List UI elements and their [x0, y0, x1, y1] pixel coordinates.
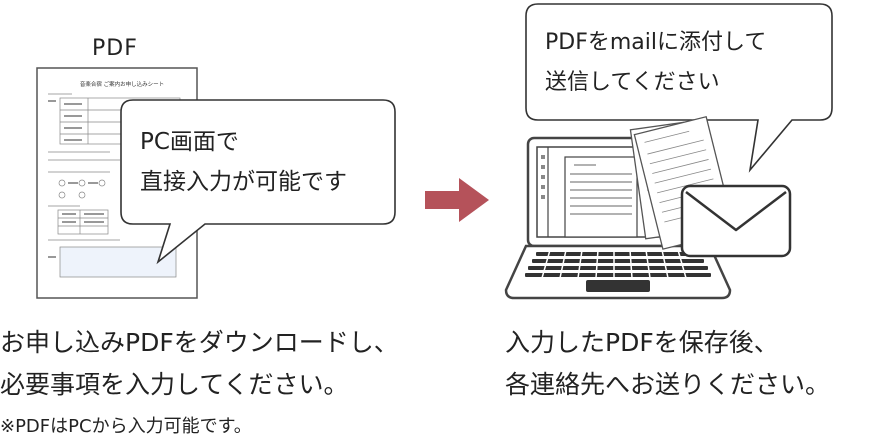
left-caption-line2: 必要事項を入力してください。 [0, 370, 349, 399]
right-caption: 入力したPDFを保存後、 各連絡先へお送りください。 [505, 322, 830, 406]
right-bubble-text: PDFをmailに添付して 送信してください [545, 23, 766, 103]
left-caption-line1: お申し込みPDFをダウンロードし、 [0, 328, 399, 357]
right-caption-line2: 各連絡先へお送りください。 [505, 370, 831, 399]
left-bubble-line1: PC画面で [140, 129, 239, 155]
doc-title: 音楽合宿 ご案内お申し込みシート [80, 80, 164, 88]
right-caption-line1: 入力したPDFを保存後、 [505, 328, 779, 357]
arrow-right-icon [425, 178, 489, 222]
left-bubble-line2: 直接入力が可能です [140, 169, 347, 195]
envelope-icon [680, 184, 792, 258]
right-bubble-line2: 送信してください [545, 70, 720, 95]
left-bubble-text: PC画面で 直接入力が可能です [140, 122, 347, 202]
left-caption: お申し込みPDFをダウンロードし、 必要事項を入力してください。 [0, 322, 399, 406]
right-bubble-line1: PDFをmailに添付して [545, 30, 767, 55]
pdf-label: PDF [92, 36, 138, 61]
document-icon: 音楽合宿 ご案内お申し込みシート [36, 67, 396, 299]
left-note: ※PDFはPCから入力可能です。 [0, 416, 252, 437]
